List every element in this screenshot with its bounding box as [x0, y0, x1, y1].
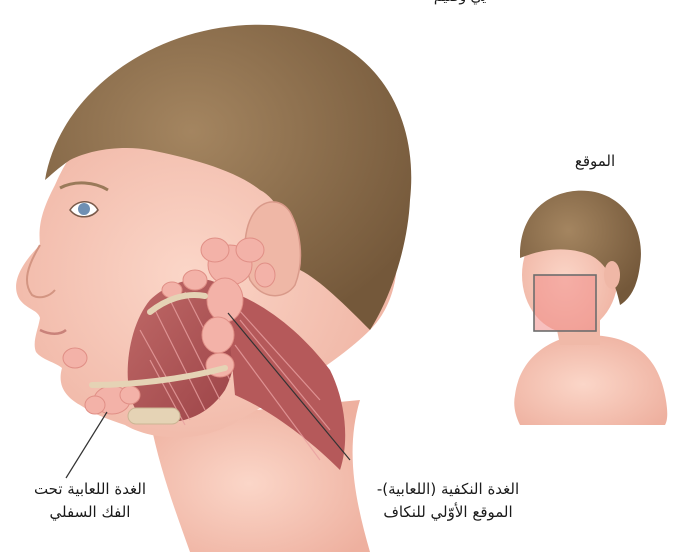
inset-shoulders — [514, 335, 667, 425]
inset-ear — [604, 261, 620, 289]
sublingual-duct — [128, 408, 180, 424]
title-fragment: يي وصيم — [400, 0, 520, 9]
submandibular-label-line2: الفك السفلي — [0, 501, 180, 524]
location-label: الموقع — [540, 150, 650, 173]
leader-submandibular — [66, 412, 107, 478]
parotid-label-line2: الموقع الأوّلي للنكاف — [338, 501, 558, 524]
iris — [78, 203, 90, 215]
inset-child — [514, 191, 667, 425]
parotid-gland-label: الغدة النكفية (اللعابية)- الموقع الأوّلي… — [338, 478, 558, 525]
submandibular-gland-label: الغدة اللعابية تحت الفك السفلي — [0, 478, 180, 525]
child-head-main — [16, 25, 411, 552]
parotid-label-line1: الغدة النكفية (اللعابية)- — [338, 478, 558, 501]
submandibular-label-line1: الغدة اللعابية تحت — [0, 478, 180, 501]
inset-location-box — [534, 275, 596, 331]
